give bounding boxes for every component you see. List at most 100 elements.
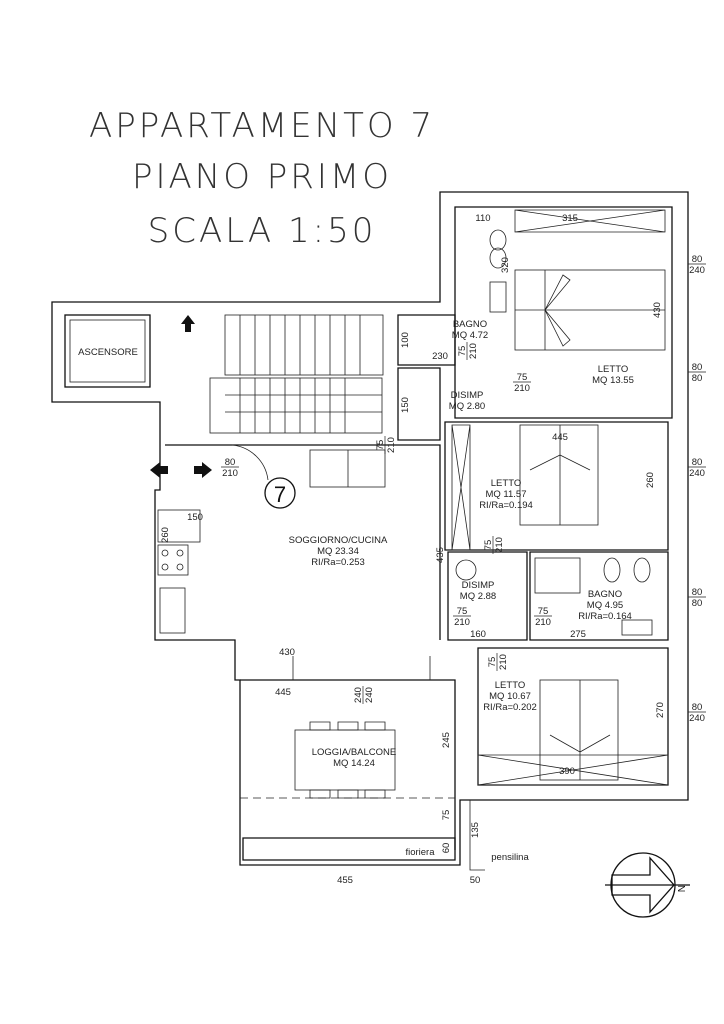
room-area: MQ 2.80 [449, 401, 485, 412]
opening-width: 75 [483, 540, 494, 551]
opening-width: 75 [517, 372, 528, 383]
staircase [150, 314, 384, 478]
dimension-label: 100 [400, 332, 411, 348]
room-name: LETTO [491, 478, 521, 489]
opening-height: 240 [689, 713, 705, 724]
opening-height: 210 [454, 617, 470, 628]
opening-height: 240 [689, 265, 705, 276]
title-line-1: APPARTAMENTO 7 [89, 106, 435, 146]
opening-width: 80 [692, 254, 703, 265]
dimension-label: 275 [570, 629, 586, 640]
opening-width: 80 [225, 457, 236, 468]
arrow-left-icon [150, 462, 168, 478]
room-name: BAGNO [453, 319, 487, 330]
title-line-2: PIANO PRIMO [132, 157, 392, 197]
opening-height: 240 [364, 687, 375, 703]
dimension-label: 245 [441, 732, 452, 748]
dimension-label: 445 [552, 432, 568, 443]
opening-height: 210 [498, 654, 509, 670]
opening-width: 80 [692, 362, 703, 373]
opening-width: 75 [375, 440, 386, 451]
opening-height: 210 [535, 617, 551, 628]
dimension-label: 260 [160, 527, 171, 543]
opening-width: 75 [538, 606, 549, 617]
room-area: MQ 14.24 [333, 758, 375, 769]
dimension-label: 430 [652, 302, 663, 318]
dimension-label: 230 [432, 351, 448, 362]
opening-width: 75 [457, 606, 468, 617]
apartment-number: 7 [274, 482, 286, 507]
arrow-right-icon [194, 462, 212, 478]
dimension-label: 150 [187, 512, 203, 523]
dimension-label: 260 [645, 472, 656, 488]
room-name: DISIMP [462, 580, 495, 591]
opening-width: 75 [457, 346, 468, 357]
room-name: DISIMP [451, 390, 484, 401]
room-ratio: RI/Ra=0.202 [483, 702, 537, 713]
room-area: MQ 4.95 [587, 600, 623, 611]
elevator: ASCENSORE [64, 314, 151, 388]
dimension-label: 60 [441, 843, 452, 854]
room-area: MQ 4.72 [452, 330, 488, 341]
dimension-label: 430 [279, 647, 295, 658]
dimension-label: 160 [470, 629, 486, 640]
arrow-up-icon [181, 315, 195, 332]
dimension-label: 75 [441, 810, 452, 821]
apartment-number-marker: 7 [264, 477, 296, 509]
dimension-label: 270 [655, 702, 666, 718]
room-ratio: RI/Ra=0.253 [311, 557, 365, 568]
notes: fioriera pensilina [405, 847, 529, 863]
opening-width: 75 [487, 657, 498, 668]
room-area: MQ 13.55 [592, 375, 634, 386]
opening-width: 80 [692, 587, 703, 598]
opening-width: 80 [692, 457, 703, 468]
title-line-3: SCALA 1:50 [148, 211, 377, 251]
opening-height: 210 [494, 537, 505, 553]
dimension-label: 50 [470, 875, 481, 886]
room-area: MQ 2.88 [460, 591, 496, 602]
opening-height: 210 [386, 437, 397, 453]
dimension-label: 315 [562, 213, 578, 224]
room-name: LETTO [598, 364, 628, 375]
room-area: MQ 23.34 [317, 546, 359, 557]
dimension-label: 135 [470, 822, 481, 838]
opening-height: 80 [692, 373, 703, 384]
dimension-label: 445 [275, 687, 291, 698]
room-name: SOGGIORNO/CUCINA [289, 535, 388, 546]
planter-label: fioriera [405, 847, 435, 858]
title-block: APPARTAMENTO 7 PIANO PRIMO SCALA 1:50 [89, 106, 435, 251]
opening-height: 210 [222, 468, 238, 479]
dimension-label: 435 [435, 547, 446, 563]
opening-height: 240 [689, 468, 705, 479]
canopy-label: pensilina [491, 852, 529, 863]
dimension-label: 150 [400, 397, 411, 413]
room-area: MQ 11.57 [485, 489, 526, 500]
opening-height: 210 [468, 343, 479, 359]
opening-width: 240 [353, 687, 364, 703]
room-name: BAGNO [588, 589, 622, 600]
